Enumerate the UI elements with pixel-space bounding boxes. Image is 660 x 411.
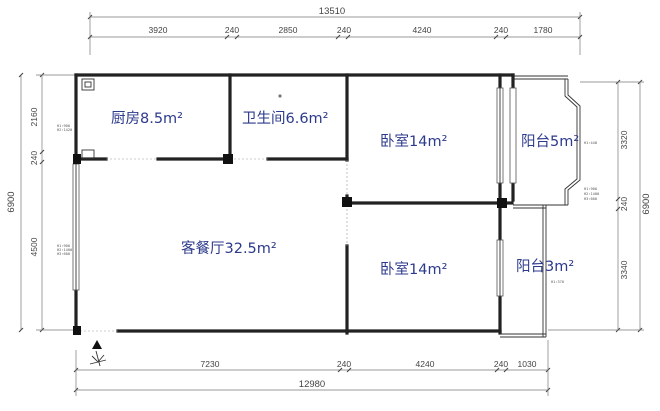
column	[342, 197, 352, 207]
bottom-segment-label: 240	[337, 359, 351, 369]
window-balcony	[509, 87, 517, 184]
right-segment-label: 240	[619, 197, 629, 211]
window-note: H3:600	[57, 252, 70, 256]
tick	[18, 72, 24, 78]
window-note: H1:370	[551, 280, 564, 284]
tick	[39, 159, 45, 165]
right-segment-label: 3340	[619, 260, 629, 279]
drain-box	[81, 149, 95, 159]
left-dimensions: 6900 2160 240 4500	[6, 72, 78, 333]
tick	[337, 367, 343, 373]
tick	[234, 34, 240, 40]
tick	[224, 34, 230, 40]
left-segment-label: 2160	[29, 107, 39, 126]
openings	[80, 158, 348, 332]
column	[223, 154, 233, 164]
bottom-segment-label: 4240	[416, 359, 435, 369]
window-note: H1:900	[57, 244, 70, 248]
left-total-label: 6900	[6, 191, 17, 212]
window-note: H1:448	[584, 141, 597, 145]
window-note: H2:1400	[57, 248, 72, 252]
tick	[18, 327, 24, 333]
top-ticks	[87, 34, 583, 40]
tick	[615, 206, 621, 212]
tick	[346, 367, 352, 373]
top-segment-label: 2850	[279, 25, 298, 35]
tick	[39, 149, 45, 155]
top-segment-label: 240	[494, 25, 508, 35]
window-note: H1:900	[57, 124, 70, 128]
room-label-bathroom: 卫生间6.6m²	[242, 110, 329, 127]
bottom-segment-label: 1030	[518, 359, 537, 369]
column	[73, 154, 81, 164]
top-segment-label: 1780	[534, 25, 553, 35]
window-notes: H1:900 H2:1420 H1:900 H2:1400 H3:600 H1:…	[57, 124, 599, 284]
room-label-bedroom-1: 卧室14m²	[380, 133, 447, 150]
top-total-label: 13510	[319, 6, 345, 17]
column	[497, 198, 507, 208]
tick	[493, 34, 499, 40]
tick	[503, 367, 509, 373]
tick	[87, 34, 93, 40]
right-dimensions: 3320 240 3340 6900	[548, 79, 652, 333]
bottom-segment-label: 240	[494, 359, 508, 369]
balcony-rail	[564, 79, 578, 205]
left-segment-label: 4500	[29, 237, 39, 256]
room-label-living-dining: 客餐厅32.5m²	[181, 240, 277, 257]
top-segment-label: 4240	[413, 25, 432, 35]
room-labels: 厨房8.5m² 卫生间6.6m² 卧室14m² 阳台5m² 客餐厅32.5m² …	[111, 110, 579, 278]
entrance-marker	[89, 340, 107, 367]
top-segment-label: 3920	[149, 25, 168, 35]
balcony-rails	[513, 79, 581, 337]
room-label-balcony-1: 阳台5m²	[521, 133, 579, 150]
balcony-rail	[567, 79, 581, 205]
walls	[74, 73, 568, 338]
tick	[577, 34, 583, 40]
kitchen-fixtures	[81, 78, 282, 159]
bottom-dimensions: 7230 240 4240 240 1030 12980	[73, 340, 551, 396]
flue-shaft-inner	[84, 81, 92, 88]
window-note: H2:1420	[57, 128, 72, 132]
top-dimensions: 13510 3920 240 2850 240 4240 240 1780	[87, 6, 583, 55]
bottom-total-label: 12980	[299, 379, 325, 390]
top-segment-label: 240	[225, 25, 239, 35]
tick	[615, 196, 621, 202]
tick	[345, 34, 351, 40]
tick	[335, 34, 341, 40]
columns	[73, 154, 507, 335]
entrance-door-icon	[89, 350, 107, 367]
window-note: H1:900	[584, 187, 597, 191]
column	[73, 326, 81, 335]
bottom-segment-label: 7230	[201, 359, 220, 369]
room-label-bedroom-2: 卧室14m²	[380, 261, 447, 278]
window-note: H2:1400	[584, 192, 599, 196]
top-segment-label: 240	[337, 25, 351, 35]
room-label-kitchen: 厨房8.5m²	[111, 110, 183, 127]
tick	[494, 367, 500, 373]
window-note: H3:600	[584, 197, 597, 201]
right-total-label: 6900	[641, 193, 652, 214]
light-point-icon	[278, 94, 282, 98]
left-segment-label: 240	[29, 151, 39, 165]
flue-shaft	[81, 78, 95, 91]
windows	[72, 87, 517, 297]
north-arrow-icon	[92, 340, 102, 349]
tick	[503, 34, 509, 40]
room-label-balcony-2: 阳台3m²	[516, 258, 574, 275]
right-segment-label: 3320	[619, 130, 629, 149]
